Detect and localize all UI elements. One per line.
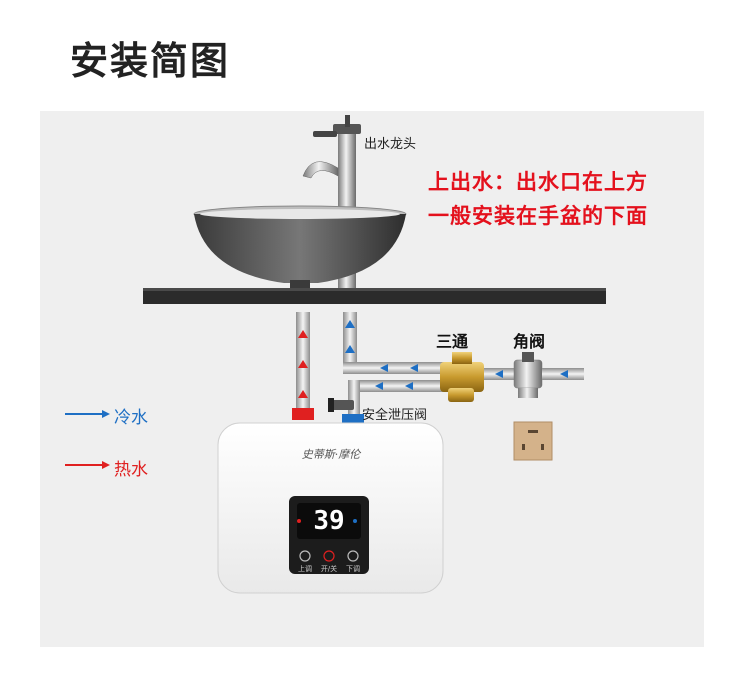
legend-hot-arrow xyxy=(65,461,110,469)
faucet-label: 出水龙头 xyxy=(364,137,417,152)
headline-line-2: 一般安装在手盆的下面 xyxy=(428,204,648,228)
power-socket xyxy=(513,421,553,461)
page-title: 安装简图 xyxy=(70,39,231,83)
power-button xyxy=(323,550,335,562)
hot-water-pipe xyxy=(292,312,314,420)
headline-line-1: 上出水：出水口在上方 xyxy=(428,170,648,194)
relief-valve xyxy=(328,398,354,412)
legend-cold-arrow xyxy=(65,410,110,418)
water-heater xyxy=(217,422,444,594)
legend-cold-label: 冷水 xyxy=(114,408,148,428)
legend-hot-label: 热水 xyxy=(114,460,148,480)
cold-water-pipe xyxy=(342,312,448,424)
down-button xyxy=(347,550,359,562)
tee-label: 三通 xyxy=(436,332,469,351)
heater-temperature-display: 39 xyxy=(313,506,345,536)
heater-button-label-power: 开/关 xyxy=(320,565,338,573)
relief-valve-label: 安全泄压阀 xyxy=(362,408,428,423)
tee-fitting xyxy=(440,352,484,402)
heater-button-label-up: 上调 xyxy=(298,565,312,573)
heater-brand: 史蒂斯·摩伦 xyxy=(301,448,361,461)
countertop xyxy=(143,288,606,304)
up-button xyxy=(299,550,311,562)
vessel-basin xyxy=(193,205,407,290)
angle-valve-label: 角阀 xyxy=(513,332,546,351)
heater-button-label-down: 下调 xyxy=(346,565,360,573)
angle-valve xyxy=(513,352,584,398)
